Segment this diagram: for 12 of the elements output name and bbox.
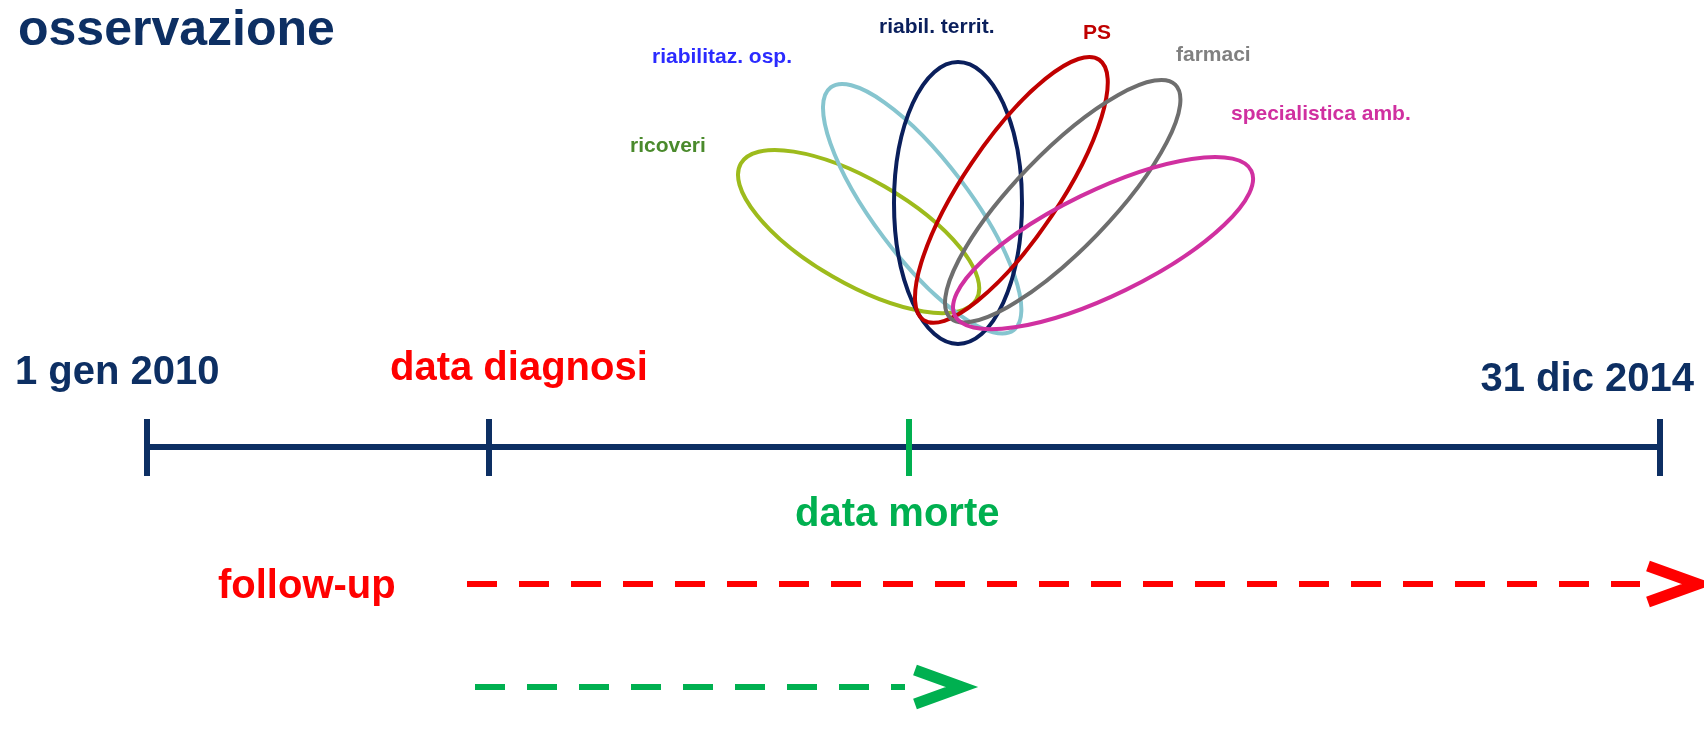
category-label: riabilitaz. osp. <box>652 44 793 68</box>
category-label: PS <box>1083 20 1111 44</box>
category-label: specialistica amb. <box>1231 101 1411 125</box>
date-label: 1 gen 2010 <box>15 348 220 393</box>
date-label: data morte <box>795 490 1000 535</box>
date-label: 31 dic 2014 <box>1480 355 1694 400</box>
category-label: farmaci <box>1176 42 1251 66</box>
title: osservazione <box>18 0 335 56</box>
period-label: follow-up <box>218 562 396 607</box>
category-label: riabil. territ. <box>879 14 995 38</box>
category-label: ricoveri <box>630 133 706 157</box>
date-label: data diagnosi <box>390 344 648 389</box>
